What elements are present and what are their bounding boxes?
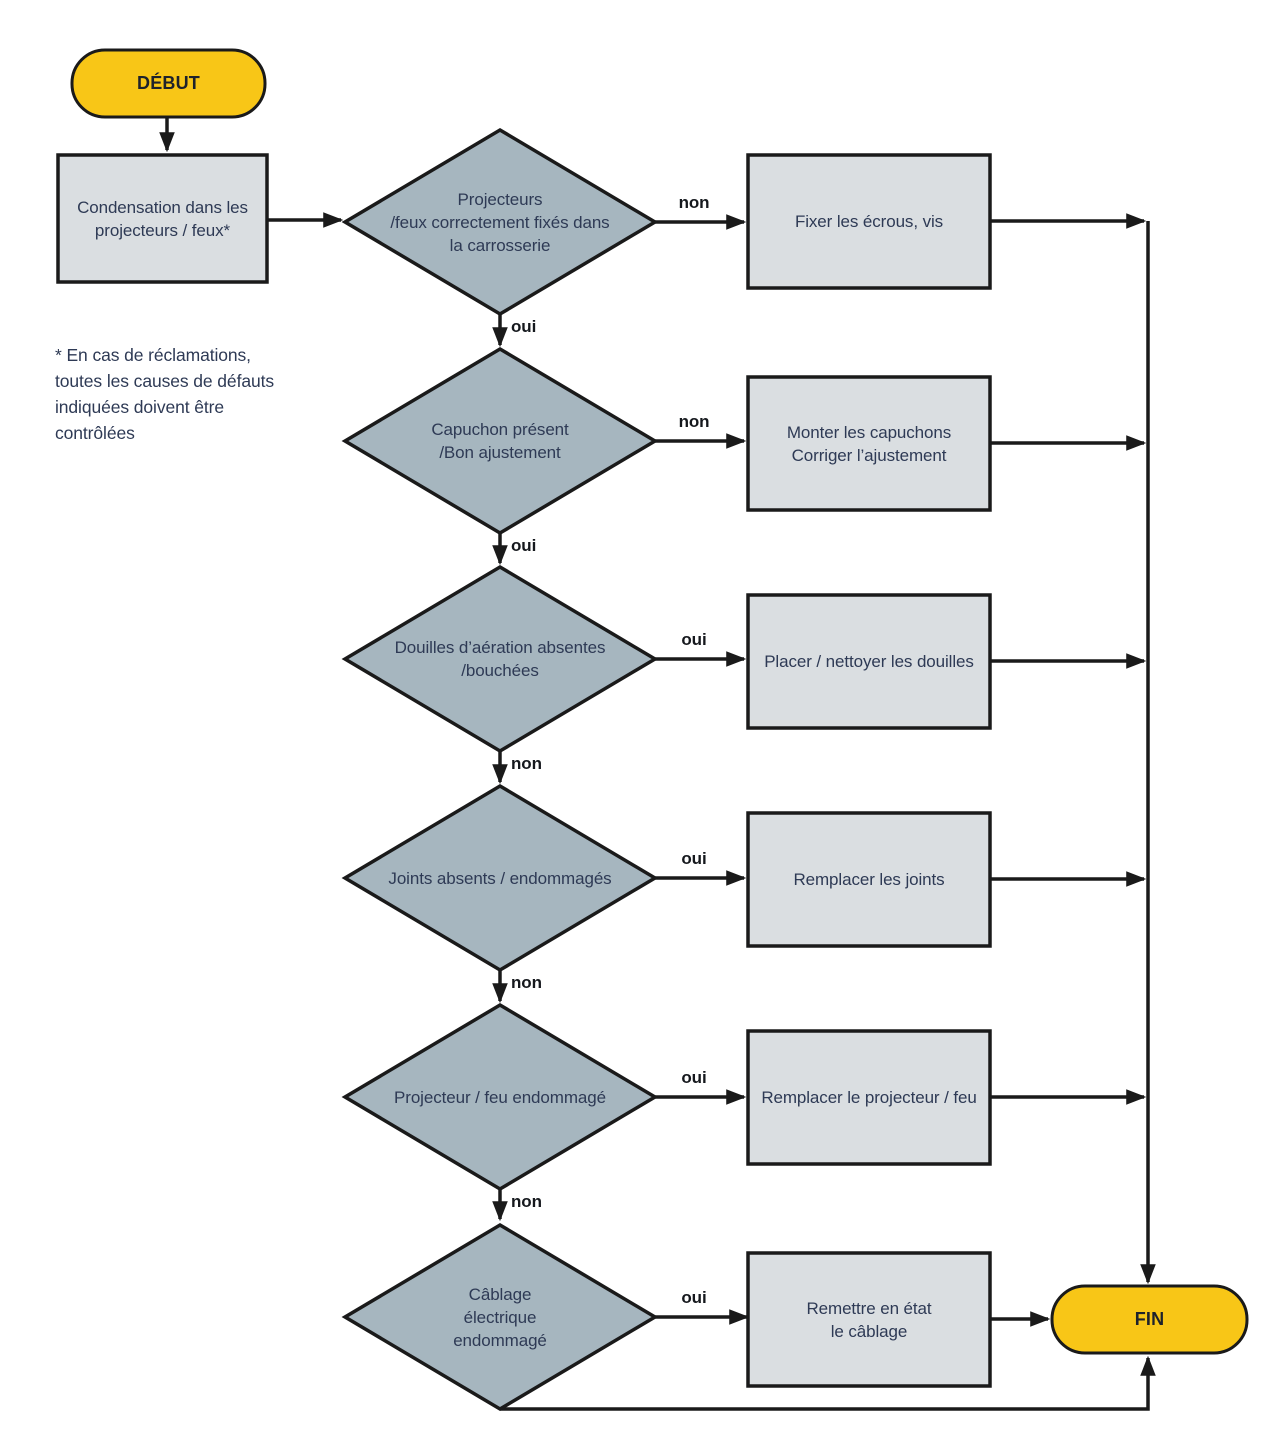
edge-label-decision-1-branch: non [678,193,710,212]
edge-label-decision-3-branch: oui [681,630,707,649]
start-terminal-label: DÉBUT [137,73,200,93]
edge-label-decision-3-down: non [511,754,542,773]
end-terminal-label: FIN [1134,1309,1165,1329]
decision-6-diamond [341,1222,659,1412]
edge-label-decision-6-branch: oui [681,1288,707,1307]
edge-label-decision-1-down: oui [511,317,537,336]
decision-6-label: Câblage électrique endommagé [453,1284,547,1350]
decision-1-label: Projecteurs /feux correctement fixés dan… [390,189,610,255]
source-box-label: Condensation dans les projecteurs / feux… [77,197,248,240]
decision-3-label: Douilles d’aération absentes /bouchées [394,638,606,680]
action-1-box [746,153,992,290]
end-terminal-shape [1050,1284,1249,1355]
edge-label-decision-4-down: non [511,973,542,992]
decision-4-diamond [341,783,659,973]
arrow-decision6-bottom-to-end [500,1355,1156,1411]
decision-2-diamond [341,346,659,536]
action-6-label: Remettre en état le câblage [806,1298,932,1341]
action-4-label: Remplacer les joints [793,870,945,889]
connector-lines [159,117,1156,1411]
action-3-box [746,593,992,730]
action-4-box [746,811,992,948]
source-box-shape [56,153,269,284]
edge-label-decision-5-branch: oui [681,1068,707,1087]
decision-2-label: Capuchon présent /Bon ajustement [431,420,569,462]
action-5-label: Remplacer le projecteur / feu [761,1088,977,1107]
footnote-text: * En cas de réclamations, toutes les cau… [55,345,275,443]
action-6-box [746,1251,992,1388]
edge-label-decision-5-down: non [511,1192,542,1211]
edge-label-decision-4-branch: oui [681,849,707,868]
action-3-label: Placer / nettoyer les douilles [764,652,974,671]
decision-5-label: Projecteur / feu endommagé [394,1087,606,1107]
action-5-box [746,1029,992,1166]
decision-4-label: Joints absents / endommagés [388,868,612,888]
action-2-label: Monter les capuchons Corriger l’ajusteme… [786,422,952,465]
decision-1-diamond [341,127,659,317]
decision-3-diamond [341,564,659,754]
action-2-box [746,375,992,512]
decision-5-diamond [341,1002,659,1192]
edge-label-decision-2-branch: non [678,412,710,431]
start-terminal-shape [70,48,267,119]
action-1-label: Fixer les écrous, vis [794,212,944,231]
edge-label-decision-2-down: oui [511,536,537,555]
